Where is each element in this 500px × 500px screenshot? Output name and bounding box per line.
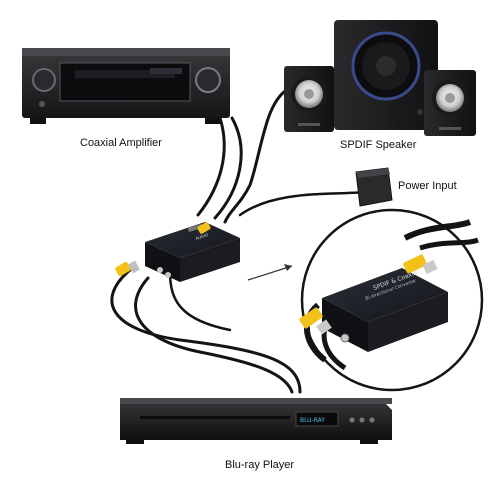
converter-box: AUDIO — [115, 222, 240, 282]
amplifier-device — [22, 48, 230, 124]
cables — [110, 86, 370, 394]
speaker-system — [284, 20, 476, 136]
cable-bd-3 — [168, 270, 232, 332]
volume-knob-left — [32, 68, 56, 92]
cable-amp-2 — [196, 116, 226, 217]
rca-plug-out — [197, 222, 211, 234]
power-input-label: Power Input — [398, 180, 457, 192]
blu-ray-player-label: Blu-ray Player — [225, 459, 295, 471]
cable-bd-2 — [134, 276, 294, 394]
cable-spk — [223, 86, 292, 224]
svg-text:BLU-RAY: BLU-RAY — [300, 417, 325, 424]
arrow-icon — [247, 264, 293, 281]
volume-knob-right — [195, 67, 221, 93]
blu-ray-player: BLU-RAY — [120, 398, 392, 444]
speaker-label: SPDIF Speaker — [340, 139, 417, 151]
power-adapter — [355, 167, 393, 207]
zoom-callout: SPDIF & Coaxial Bi-directional Converter — [299, 208, 484, 392]
cable-amp-1 — [213, 116, 243, 220]
svg-text:AUDIO: AUDIO — [195, 232, 209, 241]
cable-bd-1 — [110, 268, 302, 394]
amplifier-label: Coaxial Amplifier — [80, 137, 162, 149]
rca-plug-in — [115, 261, 131, 277]
cable-power — [238, 190, 370, 217]
